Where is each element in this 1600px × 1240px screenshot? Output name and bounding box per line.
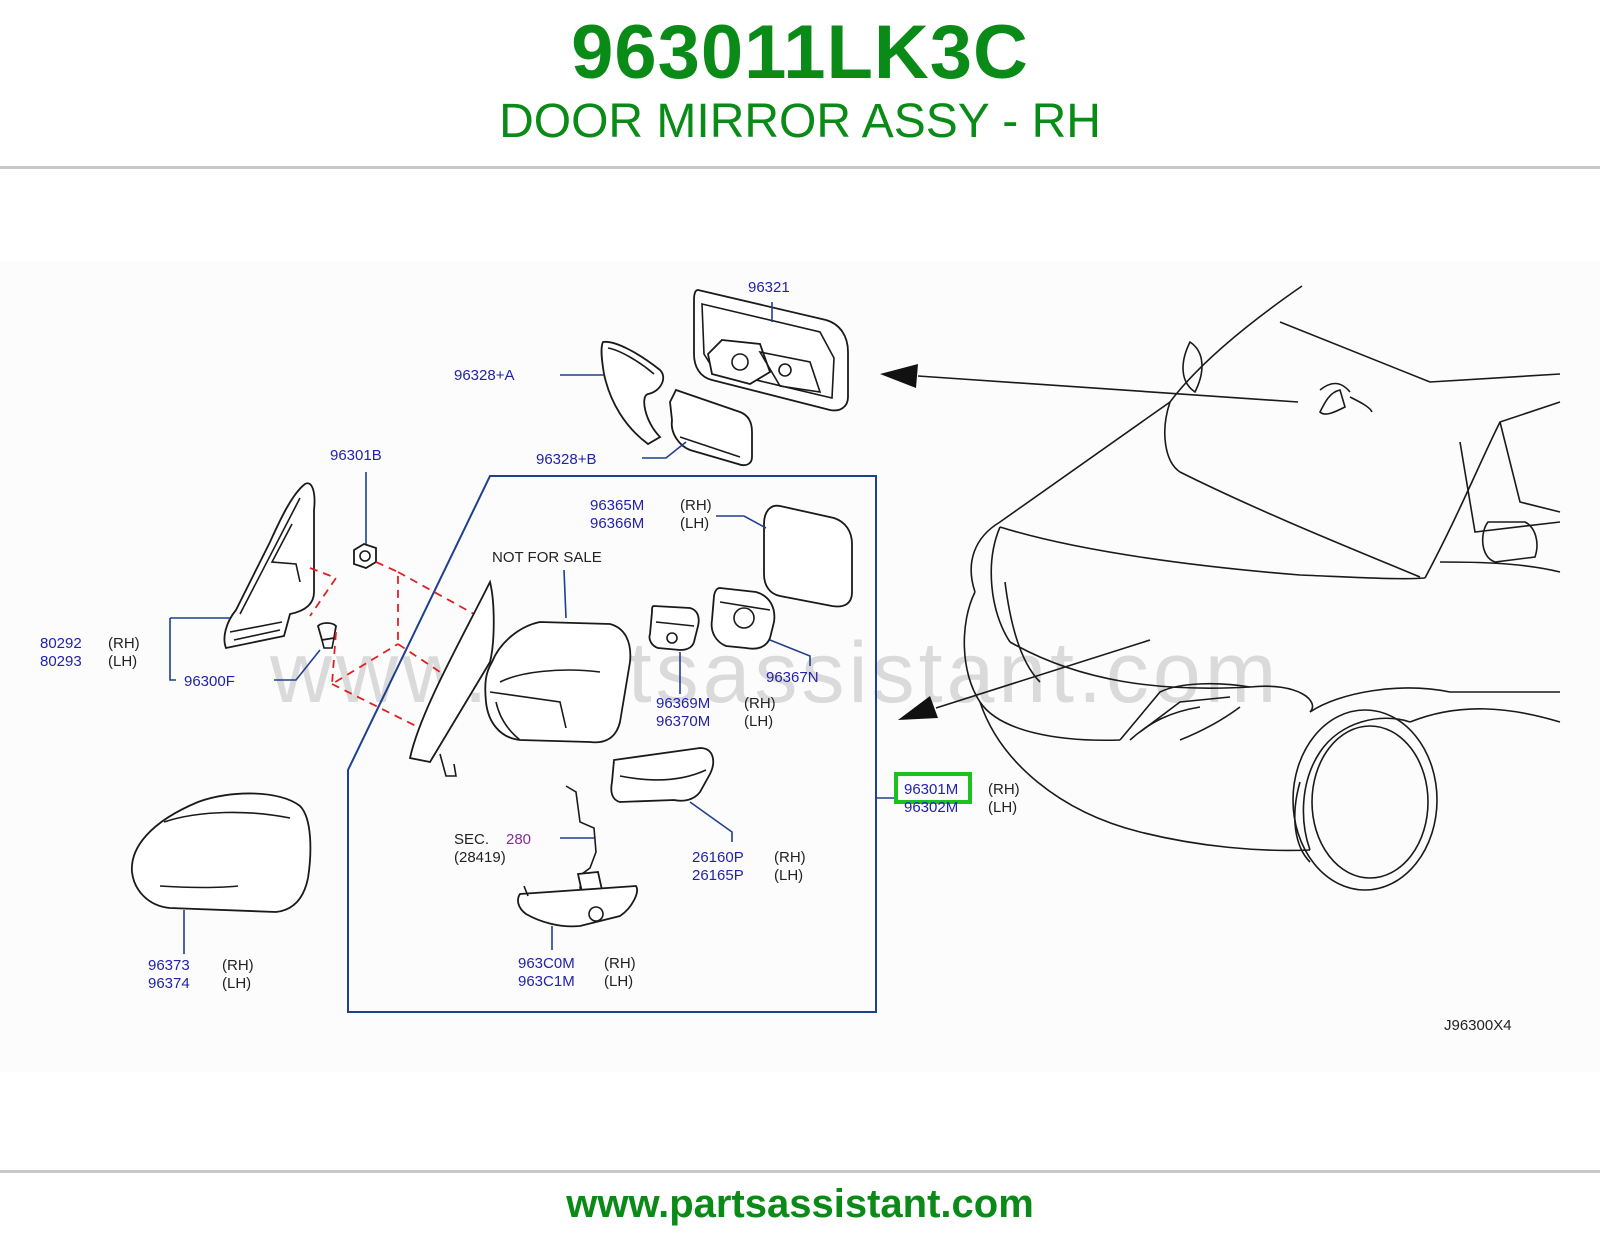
not-for-sale-label: NOT FOR SALE [492,549,602,566]
callout-96369m: 96369M [656,695,710,712]
arrow-line-door-mirror [935,639,1151,709]
callout-96302m-side: (LH) [988,799,1017,816]
callout-96370m: 96370M [656,713,710,730]
callout-80292: 80292 [40,635,82,652]
rearview-mirror-part [693,289,849,412]
callout-96301m[interactable]: 96301M [904,781,958,798]
mirror-cover-parts [600,341,753,467]
callout-26165p: 26165P [692,867,744,884]
footer-divider [0,1170,1600,1173]
leader-96367n [769,639,811,666]
clip-part [316,622,337,649]
part-name-subtitle: DOOR MIRROR ASSY - RH [499,95,1101,148]
parts-diagram: www.partsassistant.com [0,262,1600,1072]
puddle-lamp-part [517,885,638,928]
callout-96328a: 96328+A [454,367,514,384]
callout-96301m-side: (RH) [988,781,1020,798]
callout-26160p: 26160P [692,849,744,866]
turn-lamp-part [610,747,715,803]
header: 963011LK3C DOOR MIRROR ASSY - RH [0,0,1600,168]
motor-part [648,605,700,651]
callout-96373-side: (RH) [222,957,254,974]
callout-96366m: 96366M [590,515,644,532]
callout-96373: 96373 [148,957,190,974]
wire-harness-part [565,785,604,896]
header-divider [0,166,1600,169]
leader-96328b [642,441,687,459]
leader-26160p [689,801,733,842]
callout-96328b: 96328+B [536,451,596,468]
leader-96365m [716,515,767,529]
footer-website-link[interactable]: www.partsassistant.com [566,1182,1034,1226]
callout-96370m-side: (LH) [744,713,773,730]
callout-963c0m-side: (RH) [604,955,636,972]
callout-80293: 80293 [40,653,82,670]
callout-96300f: 96300F [184,673,235,690]
callout-96366m-side: (LH) [680,515,709,532]
callout-96369m-side: (RH) [744,695,776,712]
mirror-cap-part [131,792,312,913]
callout-26160p-side: (RH) [774,849,806,866]
callout-80292-side: (RH) [108,635,140,652]
callout-26165p-side: (LH) [774,867,803,884]
callout-96301b: 96301B [330,447,382,464]
callout-963c0m: 963C0M [518,955,575,972]
sec-label: SEC. [454,831,489,848]
arrow-line-inner-mirror [917,375,1299,403]
highlight-box-96301m[interactable] [894,772,972,804]
callout-80293-side: (LH) [108,653,137,670]
mirror-base-part [223,482,316,650]
leader-not-for-sale [563,569,567,619]
arrowhead-door-mirror [898,696,938,720]
arrowhead-inner-mirror [880,364,918,388]
diagram-drawing: www.partsassistant.com [40,279,1561,1034]
callout-96321: 96321 [748,279,790,296]
bracket-80292 [169,618,176,681]
mirror-housing-part [408,579,632,777]
sec-number-link[interactable]: 280 [506,831,531,848]
callout-963c1m: 963C1M [518,973,575,990]
callout-96374-side: (LH) [222,975,251,992]
nut-part [353,543,377,569]
callout-96302m: 96302M [904,799,958,816]
callout-96367n: 96367N [766,669,819,686]
part-number-title: 963011LK3C [571,10,1029,95]
drawing-code: J96300X4 [1444,1017,1512,1034]
sec-reference: (28419) [454,849,506,866]
callout-96374: 96374 [148,975,190,992]
callout-963c1m-side: (LH) [604,973,633,990]
callout-96365m-side: (RH) [680,497,712,514]
actuator-part [710,587,776,650]
assembly-frame [347,475,877,1013]
mirror-glass-part [763,504,853,608]
vehicle-outline [963,285,1561,891]
callout-96365m: 96365M [590,497,644,514]
leader-96300f [274,649,321,681]
